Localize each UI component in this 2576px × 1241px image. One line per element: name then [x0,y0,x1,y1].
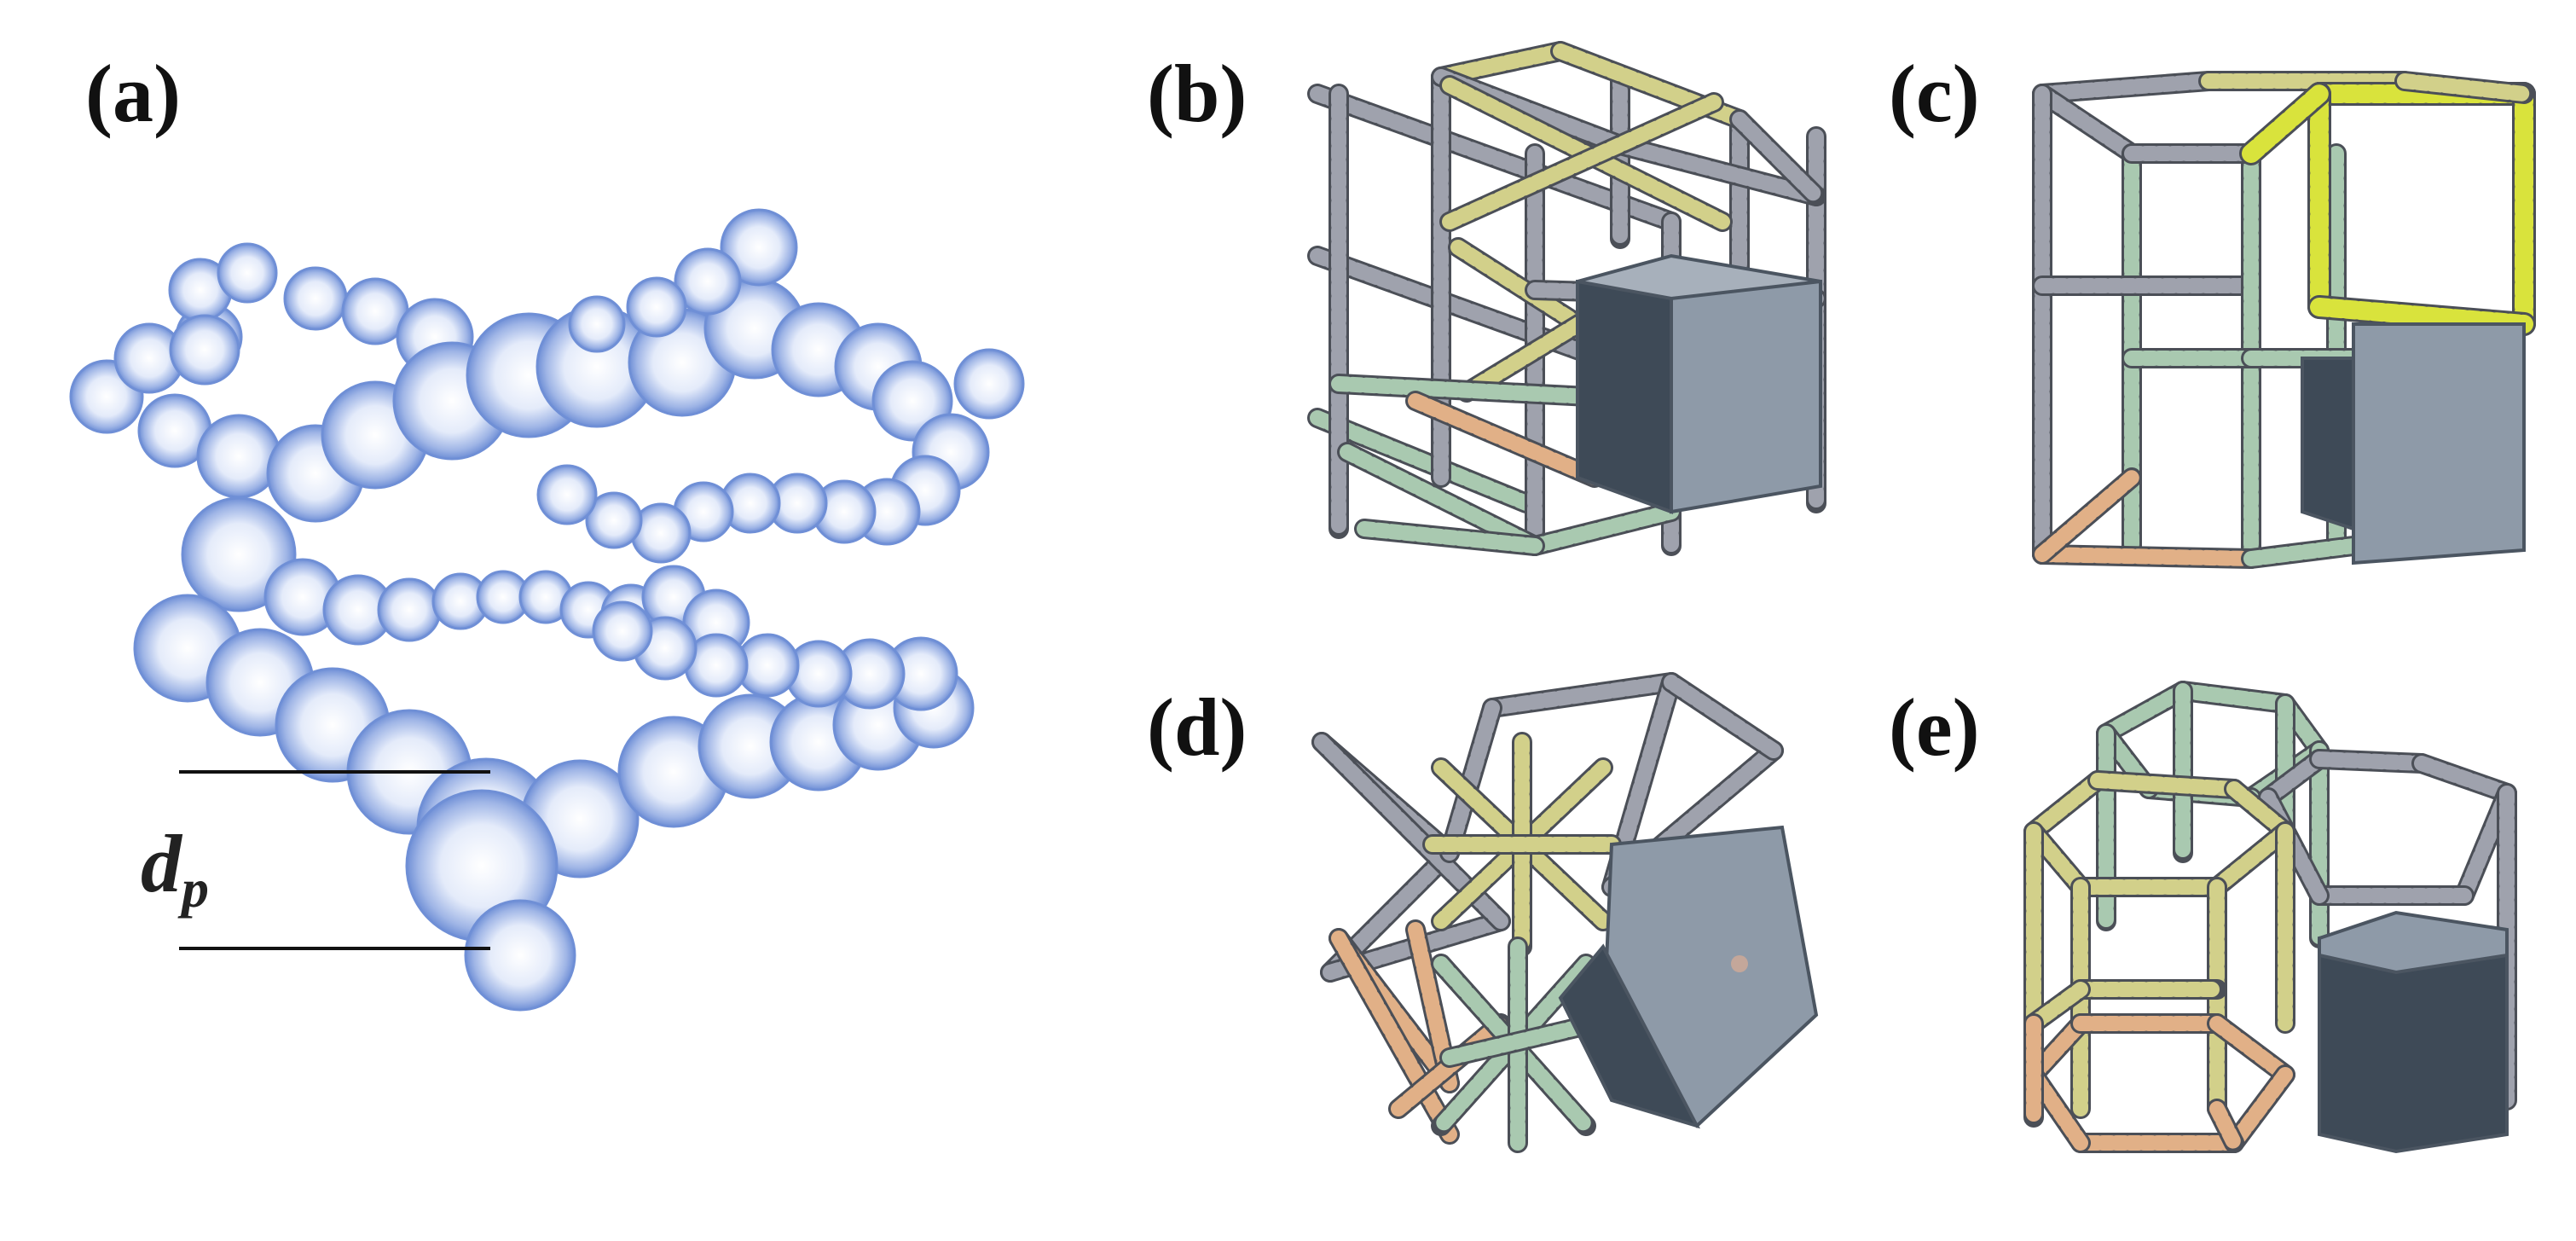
panel-label-c: (c) [1889,48,1980,139]
solid-cell-top [1577,253,1821,301]
particle-sphere [674,247,742,316]
lattice-octet [1311,672,1819,1153]
dimension-label: dp [141,823,209,916]
panel-label-d: (d) [1147,681,1247,773]
strut-beads [1357,521,1543,554]
strut-beads [2226,781,2293,839]
strut-beads [2209,1101,2242,1151]
strut-beads [2098,683,2191,741]
strut-beads [1485,675,1679,716]
particle-sphere [169,314,240,386]
solid-cell-front [2352,322,2526,565]
dimension-lines [179,770,490,950]
strut-beads [2310,298,2533,333]
lattice-cubic-diagonal [1307,41,1826,556]
panel-label-b: (b) [1147,48,1247,139]
solid-cell-side [2301,357,2355,531]
strut-beads [1442,1016,1602,1065]
strut-beads [1732,112,1824,204]
particle-sphere [592,600,653,662]
strut-beads [2209,1016,2293,1082]
lattice-hexagonal-prism [2023,681,2517,1154]
lattice-simple-cubic [2032,71,2536,569]
particle-sphere [283,266,348,331]
particle-sphere [464,899,576,1012]
strut-beads [1340,444,1543,554]
panel-label-a: (a) [85,48,181,139]
solid-prism-top [2318,910,2509,975]
particle-sphere [585,491,643,549]
strut-beads [1310,410,1534,511]
solid-cell-side [1558,943,1700,1129]
strut-beads [2243,538,2361,566]
strut-beads [2175,683,2293,711]
particle-sphere [568,295,626,353]
strut-beads [1331,931,1457,1142]
dimension-symbol: d [141,818,182,909]
strut-beads [2261,751,2327,805]
strut-beads [2209,824,2293,895]
strut-beads [1527,504,1679,554]
particle-sphere [377,577,442,642]
cube-marker [1731,955,1748,972]
strut-beads [2035,86,2139,161]
strut-beads [2226,1067,2293,1151]
particle-sphere [953,348,1025,420]
particle-sphere [217,242,278,304]
strut-beads [1442,700,1500,861]
strut-beads [2312,751,2429,771]
strut-beads [2026,773,2105,839]
panel-label-e: (e) [1889,681,1980,773]
sphere-chain-diagram [69,208,1025,1012]
strut-beads [2397,73,2532,101]
particle-sphere [196,414,281,499]
dimension-subscript: p [182,858,209,919]
strut-beads [2242,84,2329,163]
particle-sphere [720,208,798,287]
particle-sphere [536,464,598,525]
strut-beads [2414,756,2515,801]
solid-cell-front [1670,280,1822,514]
strut-beads [1442,95,1722,229]
strut-beads [2090,773,2242,797]
strut-beads [1408,393,1602,485]
strut-beads [2035,470,2139,562]
solid-cell-side [1576,280,1673,514]
strut-beads [2035,547,2259,566]
strut-beads [1664,675,1781,758]
strut-beads [2035,73,2216,101]
strut-beads [1612,137,1824,204]
strut-beads [1433,43,1568,84]
particle-sphere [626,276,687,338]
